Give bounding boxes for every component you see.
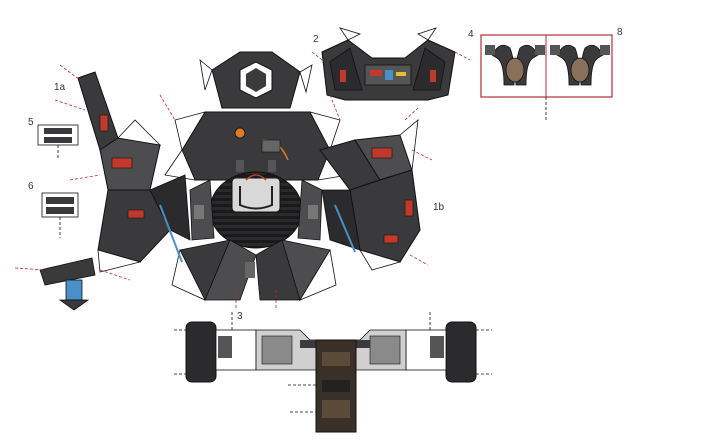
label-part-3: 3: [237, 311, 243, 322]
label-part-8: 8: [617, 27, 623, 38]
part-3-base: [174, 312, 492, 433]
part-8-arm: [550, 44, 610, 86]
label-part-2: 2: [313, 34, 319, 45]
part-2-bridge: [311, 27, 471, 101]
label-part-4: 4: [468, 29, 474, 40]
label-part-1b: 1b: [433, 202, 445, 213]
part-1b-right-wing: [319, 107, 433, 271]
part-1a-left-wing: [14, 64, 191, 311]
central-body: [159, 51, 349, 310]
part-6-tab: [41, 192, 79, 238]
label-part-6: 6: [28, 181, 34, 192]
part-5-tab: [37, 124, 79, 160]
part-4-8-frame: [480, 34, 613, 120]
label-part-5: 5: [28, 117, 34, 128]
label-part-1a: 1a: [54, 82, 66, 93]
part-4-arm: [485, 44, 545, 86]
